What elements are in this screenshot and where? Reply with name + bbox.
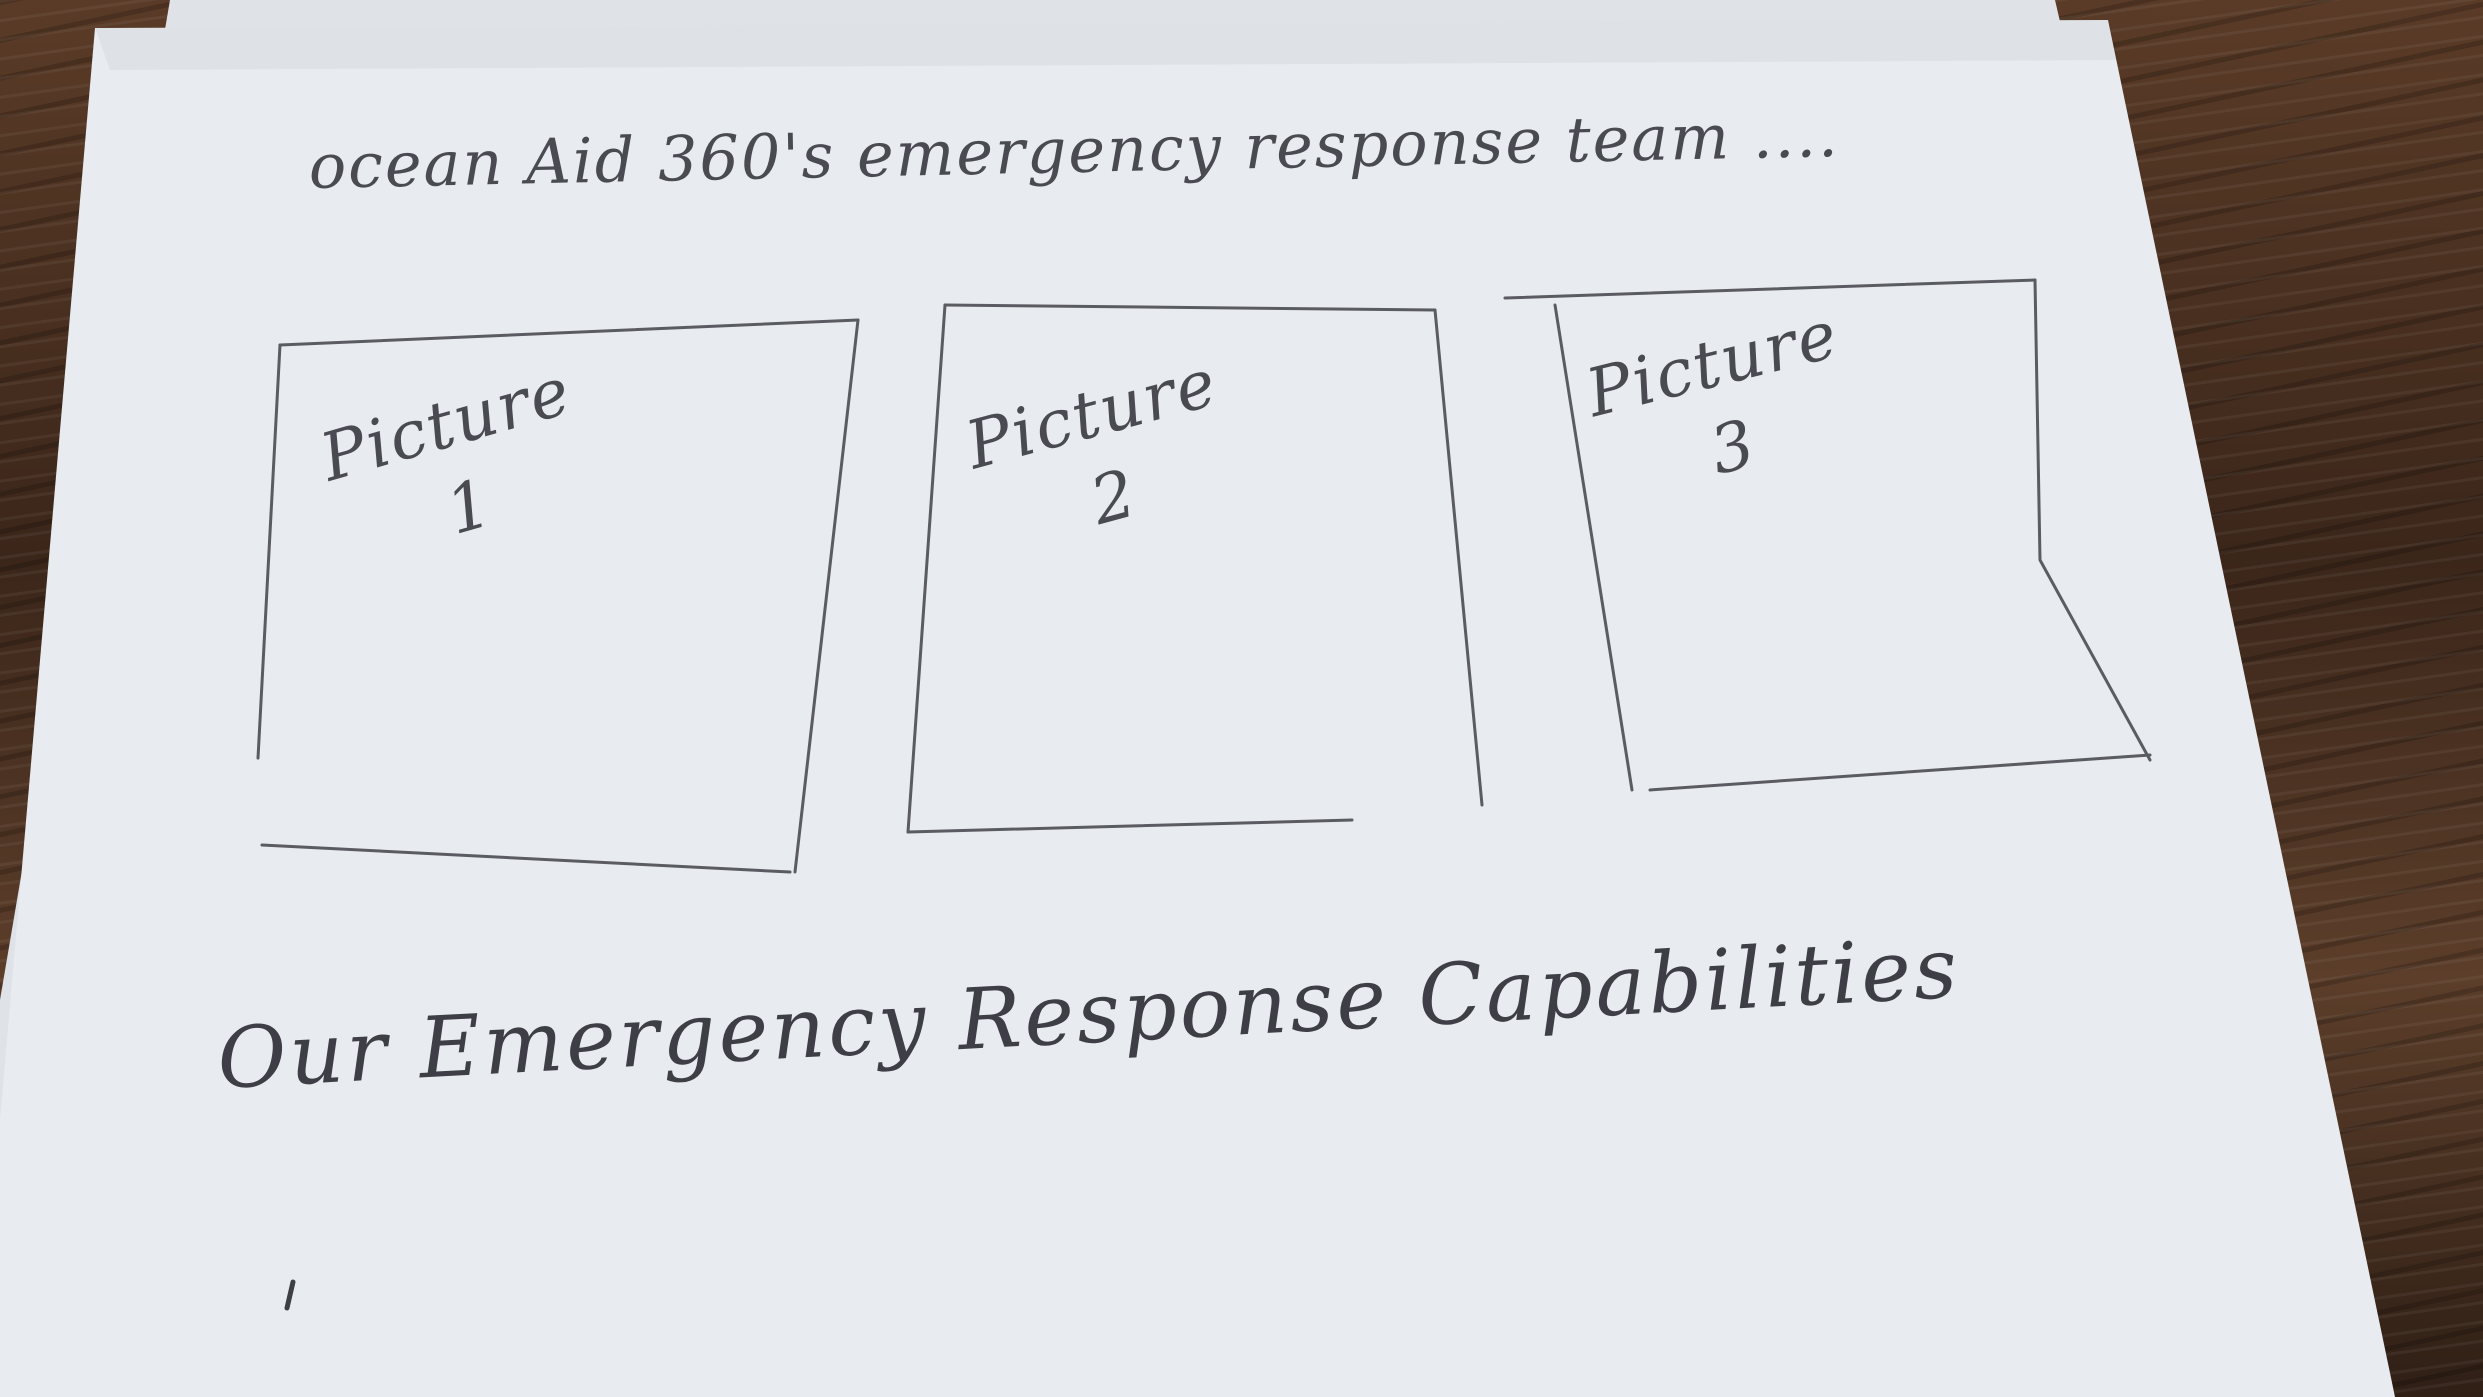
picture-box-3 [1503,278,2152,792]
picture-box-1 [256,318,860,874]
pencil-tick [284,1279,296,1311]
front-paper-sheet [0,20,2395,1397]
picture-box-2 [906,303,1484,834]
paper-shadow [95,20,2120,70]
